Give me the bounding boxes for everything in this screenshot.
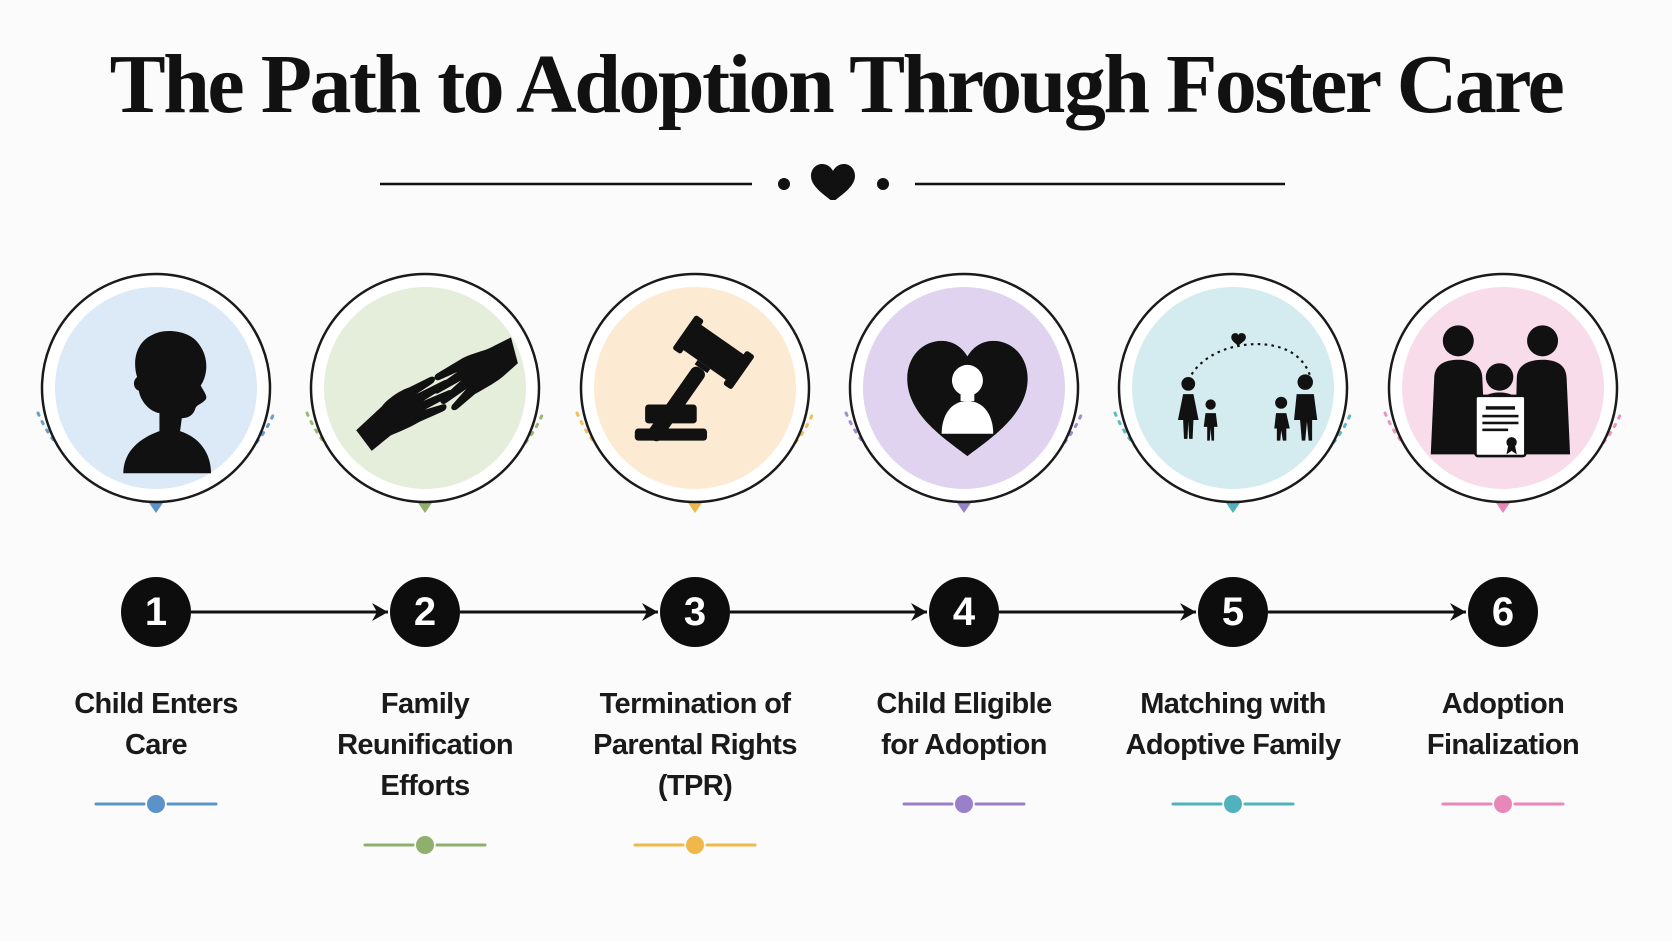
step-label: Termination of Parental Rights (TPR) xyxy=(555,684,835,807)
step-label-line: Family xyxy=(380,688,470,720)
step-label-line: Matching with xyxy=(1140,688,1326,720)
step-divider xyxy=(1441,795,1565,813)
step-label-line: Finalization xyxy=(1426,729,1580,761)
step-label-line: (TPR) xyxy=(657,770,733,802)
page-title: The Path to Adoption Through Foster Care xyxy=(109,38,1565,131)
step-label-line: Reunification xyxy=(337,729,513,761)
timeline-arrows xyxy=(191,603,1466,621)
step-label-line: Adoptive Family xyxy=(1125,729,1342,761)
family-matching-icon xyxy=(1177,333,1318,441)
step-divider xyxy=(363,836,487,854)
step-number: 3 xyxy=(660,577,730,647)
title-divider xyxy=(380,164,1285,200)
step-divider xyxy=(633,836,757,854)
step-number: 1 xyxy=(121,577,191,647)
step-label-line: Efforts xyxy=(380,770,470,802)
arrowhead-icon xyxy=(1450,603,1466,621)
step-label-line: Adoption xyxy=(1441,688,1565,720)
step-label-line: Termination of xyxy=(599,688,791,720)
step-label-line: for Adoption xyxy=(881,729,1047,761)
step-divider xyxy=(902,795,1026,813)
step-label-line: Parental Rights xyxy=(593,729,797,761)
arrowhead-icon xyxy=(911,603,927,621)
step-divider xyxy=(1171,795,1295,813)
step-label-line: Child Eligible xyxy=(876,688,1052,720)
arrowhead-icon xyxy=(372,603,388,621)
step-label-line: Child Enters xyxy=(74,688,238,720)
arrowhead-icon xyxy=(1180,603,1196,621)
arrowhead-icon xyxy=(642,603,658,621)
heart-icon xyxy=(811,164,855,200)
family-certificate-icon xyxy=(1430,325,1571,458)
step-number: 6 xyxy=(1468,577,1538,647)
step-number: 4 xyxy=(929,577,999,647)
heart-child-icon xyxy=(907,340,1028,457)
step-divider xyxy=(94,795,218,813)
reaching-hands-icon xyxy=(356,337,518,451)
step-number: 5 xyxy=(1198,577,1268,647)
child-silhouette-icon xyxy=(123,330,212,474)
step-number: 2 xyxy=(390,577,460,647)
step-label: Child Eligible for Adoption xyxy=(824,684,1104,766)
gavel-icon xyxy=(634,315,754,442)
step-label-line: Care xyxy=(124,729,188,761)
